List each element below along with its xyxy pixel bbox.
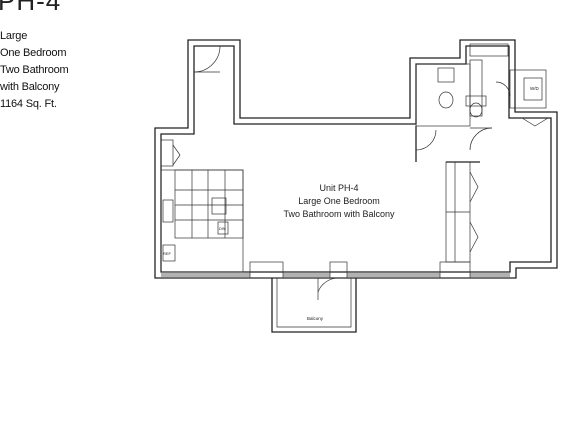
info-line: Two Bathroom (0, 64, 69, 76)
info-line: 1164 Sq. Ft. (0, 98, 57, 110)
unit-label: Unit PH-4 Large One Bedroom Two Bathroom… (283, 183, 395, 219)
unit-label-line: Two Bathroom with Balcony (283, 209, 395, 219)
info-line: One Bedroom (0, 47, 67, 59)
unit-label-line: Unit PH-4 (319, 183, 358, 193)
refrigerator-label: REF (163, 251, 172, 256)
kitchen (160, 139, 244, 273)
closets (445, 161, 479, 263)
dishwasher-label: DW (219, 226, 226, 231)
unit-info-list: Large One Bedroom Two Bathroom with Balc… (0, 28, 69, 113)
bottom-windows (161, 261, 510, 279)
outer-walls (154, 39, 558, 279)
laundry (495, 69, 549, 127)
unit-label-line: Large One Bedroom (298, 196, 380, 206)
bathroom (415, 43, 509, 151)
interior-partition (415, 126, 480, 163)
info-line: Large (0, 30, 28, 42)
laundry-label: W/D (530, 86, 539, 91)
entry-door (193, 45, 221, 73)
balcony (271, 277, 357, 333)
info-line: with Balcony (0, 81, 60, 93)
balcony-label: Balcony (307, 316, 324, 321)
unit-code: PH-4 (0, 0, 62, 16)
